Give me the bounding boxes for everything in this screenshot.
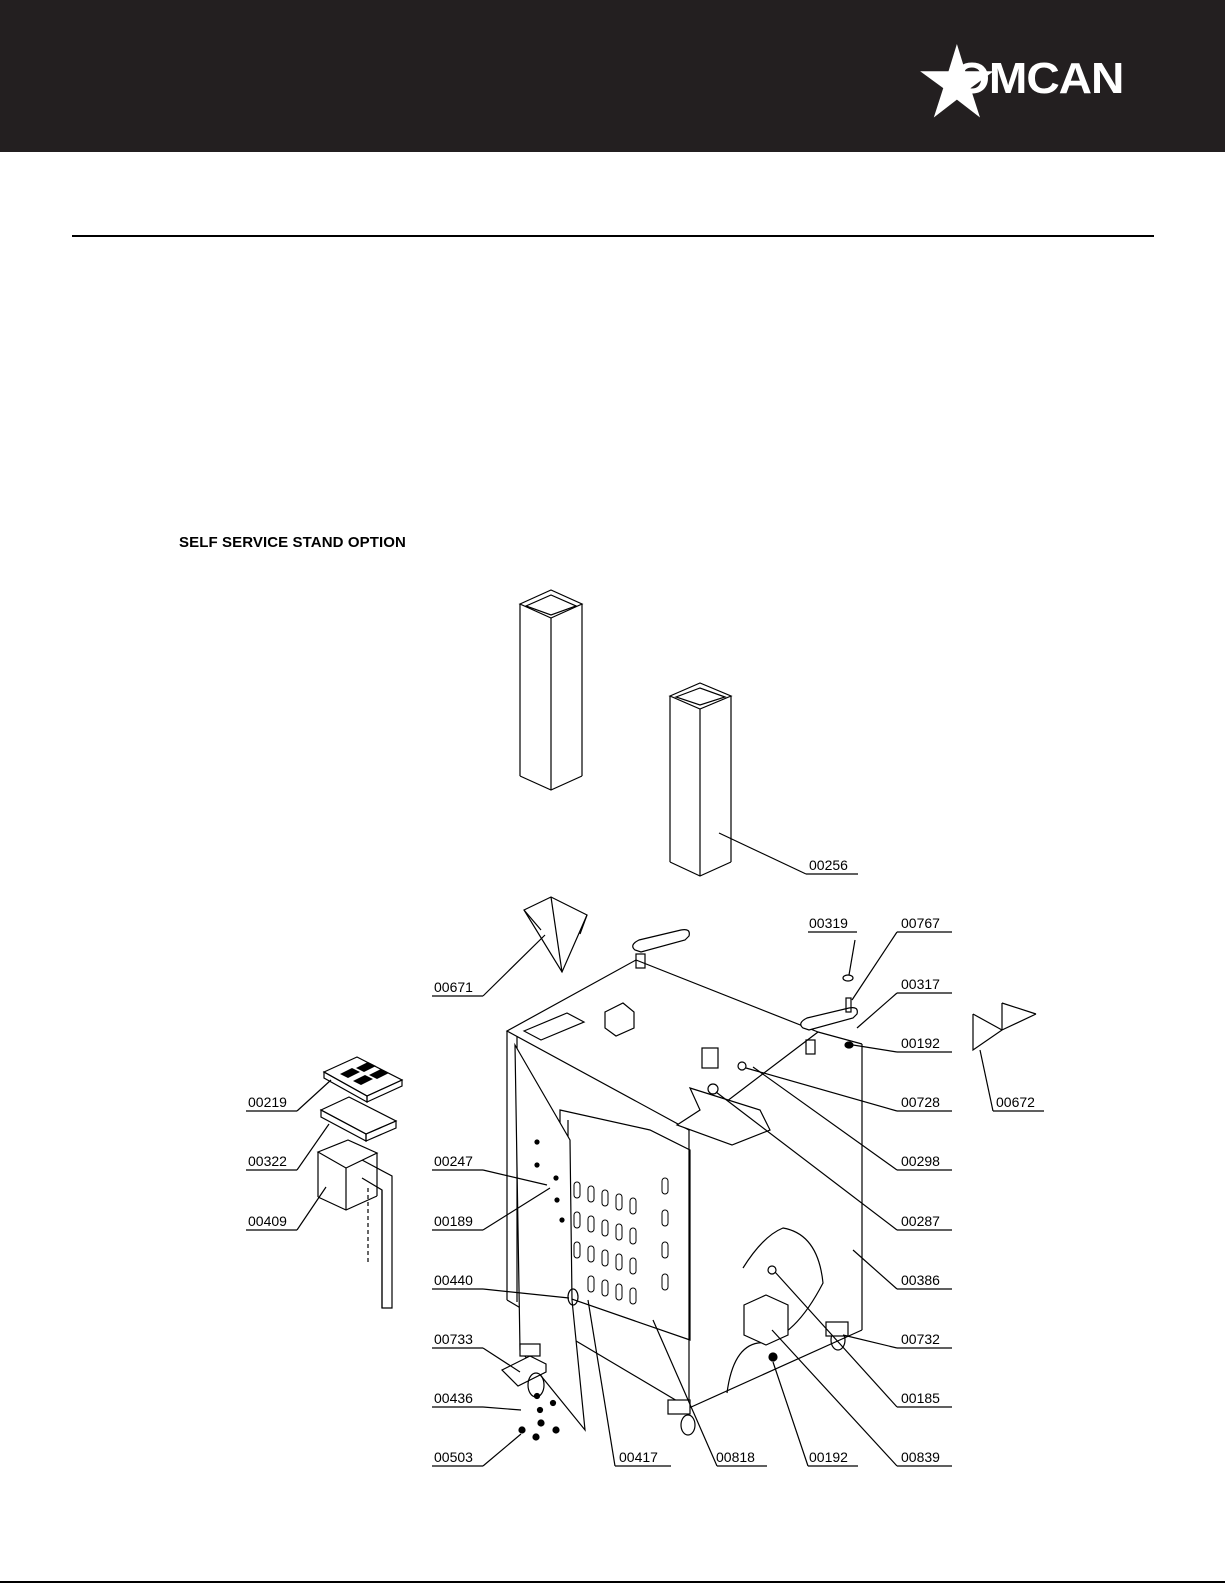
part-label: 00728 <box>901 1094 940 1110</box>
square-tube-left <box>520 590 582 790</box>
loose-nuts <box>519 1394 559 1441</box>
part-label: 00671 <box>434 979 473 995</box>
bracket-right <box>973 1003 1036 1050</box>
chute-left <box>524 897 587 972</box>
part-label: 00287 <box>901 1213 940 1229</box>
part-label: 00317 <box>901 976 940 992</box>
part-label: 00818 <box>716 1449 755 1465</box>
box-00409 <box>318 1140 392 1308</box>
part-label: 00219 <box>248 1094 287 1110</box>
part-label: 00767 <box>901 915 940 931</box>
part-label: 00386 <box>901 1272 940 1288</box>
part-label: 00298 <box>901 1153 940 1169</box>
part-label: 00409 <box>248 1213 287 1229</box>
part-label: 00192 <box>901 1035 940 1051</box>
tray-00322 <box>321 1097 396 1141</box>
part-label: 00322 <box>248 1153 287 1169</box>
part-label: 00256 <box>809 857 848 873</box>
square-tube-right <box>670 683 731 876</box>
part-label: 00733 <box>434 1331 473 1347</box>
part-label: 00436 <box>434 1390 473 1406</box>
caster-with-brake <box>502 1344 546 1397</box>
part-label: 00189 <box>434 1213 473 1229</box>
part-label: 00319 <box>809 915 848 931</box>
part-label: 00417 <box>619 1449 658 1465</box>
part-label: 00503 <box>434 1449 473 1465</box>
part-label: 00247 <box>434 1153 473 1169</box>
part-label: 00440 <box>434 1272 473 1288</box>
part-label: 00672 <box>996 1094 1035 1110</box>
grate-00219 <box>324 1057 402 1102</box>
part-label: 00839 <box>901 1449 940 1465</box>
part-label: 00192 <box>809 1449 848 1465</box>
part-label: 00185 <box>901 1390 940 1406</box>
part-label: 00732 <box>901 1331 940 1347</box>
footer-rule <box>0 1581 1225 1583</box>
